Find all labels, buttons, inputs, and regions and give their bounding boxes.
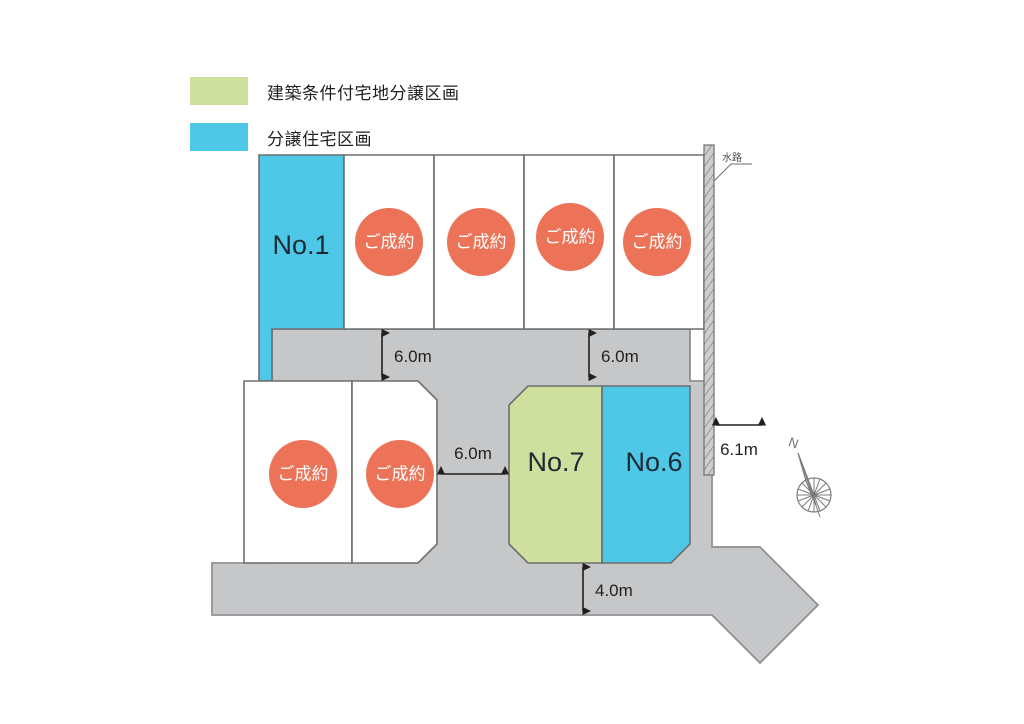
dim-road-north-west: 6.0m bbox=[381, 328, 432, 382]
legend-label-conditional: 建築条件付宅地分譲区画 bbox=[267, 83, 460, 103]
status-badge-top-5 bbox=[623, 208, 691, 276]
dim-road-east: 6.1m bbox=[711, 417, 767, 459]
waterway-leader-line bbox=[713, 163, 752, 182]
status-badge-bottom-1-label: ご成約 bbox=[278, 464, 329, 483]
waterway-strip bbox=[703, 144, 715, 476]
status-badge-top-3-label: ご成約 bbox=[456, 232, 507, 251]
status-badge-bottom-2-label: ご成約 bbox=[375, 464, 426, 483]
status-badge-bottom-1 bbox=[269, 440, 337, 508]
status-badge-bottom-2 bbox=[366, 440, 434, 508]
legend-swatch-housing bbox=[190, 123, 248, 151]
dimension-annotations: 6.0m 6.0m 6.0m 4.0m 6.1m bbox=[381, 328, 767, 616]
plot-no7-label: No.7 bbox=[527, 447, 584, 477]
status-badge-top-3 bbox=[447, 208, 515, 276]
dim-road-middle-label: 6.0m bbox=[454, 444, 492, 463]
plot-row-south-east: No.7 No.6 bbox=[508, 385, 691, 564]
plot-no6[interactable] bbox=[601, 385, 691, 564]
dim-road-middle: 6.0m bbox=[436, 444, 510, 475]
status-badge-top-2 bbox=[355, 208, 423, 276]
dim-road-north-east-label: 6.0m bbox=[601, 347, 639, 366]
plot-row-north: No.1 ご成約 ご成約 ご成約 ご成約 bbox=[258, 154, 705, 382]
compass-rose: N bbox=[787, 434, 832, 518]
dim-road-east-label: 6.1m bbox=[720, 440, 758, 459]
dim-road-south-label: 4.0m bbox=[595, 581, 633, 600]
dim-road-north-west-label: 6.0m bbox=[394, 347, 432, 366]
status-badge-top-4-label: ご成約 bbox=[545, 227, 596, 246]
legend-label-housing: 分譲住宅区画 bbox=[267, 129, 372, 149]
compass-rays bbox=[797, 478, 831, 512]
dim-road-south: 4.0m bbox=[582, 562, 633, 616]
legend-swatch-conditional bbox=[190, 77, 248, 105]
waterway-label: 水路 bbox=[722, 151, 742, 164]
plot-no1-label: No.1 bbox=[272, 230, 329, 260]
status-badge-top-4 bbox=[536, 203, 604, 271]
waterway-strip-group: 水路 bbox=[703, 144, 752, 476]
compass-north-label: N bbox=[787, 434, 801, 451]
compass-axis bbox=[799, 458, 821, 518]
road-middle-vertical bbox=[437, 381, 509, 563]
plot-no6-label: No.6 bbox=[625, 447, 682, 477]
status-badge-top-5-label: ご成約 bbox=[632, 232, 683, 251]
dim-road-north-east: 6.0m bbox=[588, 328, 639, 382]
legend-item-conditional: 建築条件付宅地分譲区画 bbox=[190, 76, 460, 106]
road-south-band bbox=[212, 563, 712, 615]
plot-row-south-west: ご成約 ご成約 bbox=[243, 380, 438, 564]
status-badge-top-2-label: ご成約 bbox=[364, 232, 415, 251]
legend-item-housing: 分譲住宅区画 bbox=[190, 122, 460, 152]
legend: 建築条件付宅地分譲区画 分譲住宅区画 bbox=[190, 76, 460, 168]
